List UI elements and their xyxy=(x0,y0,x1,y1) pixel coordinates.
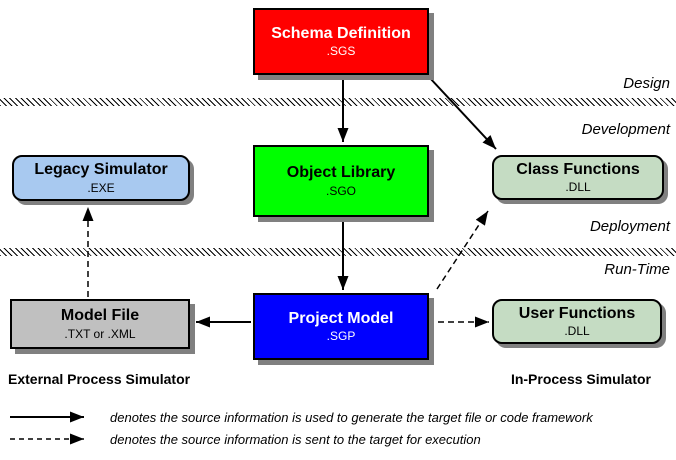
legend-dashed-arrow-row: denotes the source information is sent t… xyxy=(8,431,481,447)
in-process-simulator-label: In-Process Simulator xyxy=(510,371,651,387)
user-functions-subtitle: .DLL xyxy=(564,324,590,339)
project-model-subtitle: .SGP xyxy=(326,329,356,344)
user-functions-node: User Functions .DLL xyxy=(492,299,662,344)
phase-label-design: Design xyxy=(623,75,670,92)
phase-divider-design-development xyxy=(0,98,676,106)
model-file-node: Model File .TXT or .XML xyxy=(10,299,190,349)
legacy-simulator-title: Legacy Simulator xyxy=(34,161,168,179)
dashed-arrow-icon xyxy=(10,433,84,445)
external-process-simulator-label: External Process Simulator xyxy=(8,371,191,387)
class-functions-node: Class Functions .DLL xyxy=(492,155,664,200)
schema-definition-title: Schema Definition xyxy=(271,24,411,42)
object-library-title: Object Library xyxy=(286,164,396,182)
user-functions-title: User Functions xyxy=(518,304,636,322)
legacy-simulator-node: Legacy Simulator .EXE xyxy=(12,155,190,201)
legend-dashed-arrow-text: denotes the source information is sent t… xyxy=(110,431,481,447)
project-model-node: Project Model .SGP xyxy=(253,293,429,360)
legacy-simulator-subtitle: .EXE xyxy=(87,180,115,195)
legend-solid-arrow-text: denotes the source information is used t… xyxy=(110,409,593,425)
phase-divider-deployment-runtime xyxy=(0,248,676,256)
legend-solid-arrow-row: denotes the source information is used t… xyxy=(8,409,593,425)
model-file-title: Model File xyxy=(60,307,140,325)
class-functions-subtitle: .DLL xyxy=(565,180,591,195)
phase-label-runtime: Run-Time xyxy=(604,261,670,278)
model-file-subtitle: .TXT or .XML xyxy=(64,326,136,341)
edge-schema-to-class-functions xyxy=(428,76,497,150)
project-model-title: Project Model xyxy=(288,309,394,327)
schema-definition-subtitle: .SGS xyxy=(326,44,356,59)
object-library-subtitle: .SGO xyxy=(325,183,356,198)
phase-label-deployment: Deployment xyxy=(589,218,670,235)
class-functions-title: Class Functions xyxy=(516,160,640,178)
solid-arrow-icon xyxy=(10,411,84,423)
object-library-node: Object Library .SGO xyxy=(253,145,429,217)
schema-definition-node: Schema Definition .SGS xyxy=(253,8,429,75)
phase-label-development: Development xyxy=(581,121,670,138)
